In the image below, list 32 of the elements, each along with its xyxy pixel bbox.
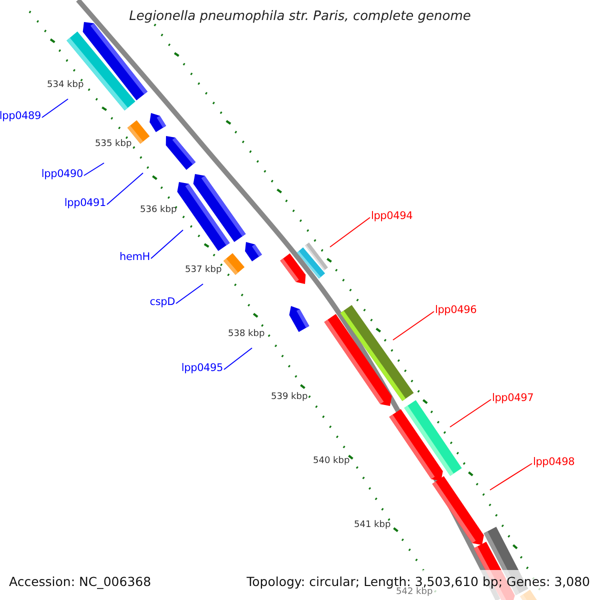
accession-text: Accession: NC_006368 [9,574,152,589]
gene-label: cspD [150,296,175,309]
leader-line [176,284,204,304]
leader-line [84,162,104,176]
scale-label: 537 kbp [185,265,222,276]
leader-line [42,98,68,118]
gene-label: lpp0489 [0,110,41,123]
scale-label: 539 kbp [271,392,308,403]
scale-label: 534 kbp [47,80,84,91]
gene-label: lpp0498 [533,456,575,469]
leader-line [330,217,370,248]
scale-label: 538 kbp [228,329,265,340]
gene-label: lpp0495 [181,362,223,375]
scale-label: 540 kbp [313,456,350,467]
leader-line [392,311,434,340]
leader-line [106,172,144,205]
scale-label: 535 kbp [95,139,132,150]
gene-label: hemH [120,251,150,264]
scale-label: 541 kbp [354,520,391,531]
gene-label: lpp0490 [41,168,83,181]
genome-summary: Topology: circular; Length: 3,503,610 bp; Genes: 3,080 [246,574,590,589]
leader-line [490,463,532,490]
leader-line [450,399,492,428]
leader-line [150,230,184,259]
scale-label: 542 kbp [396,587,433,598]
gene-label: lpp0491 [64,197,106,210]
title: Legionella pneumophila str. Paris, complete genome [128,9,472,24]
leader-line [224,348,252,370]
gene-label: lpp0494 [371,210,413,223]
scale-label: 536 kbp [140,205,177,216]
gene-label: lpp0497 [492,392,534,405]
gene-label: lpp0496 [435,304,477,317]
